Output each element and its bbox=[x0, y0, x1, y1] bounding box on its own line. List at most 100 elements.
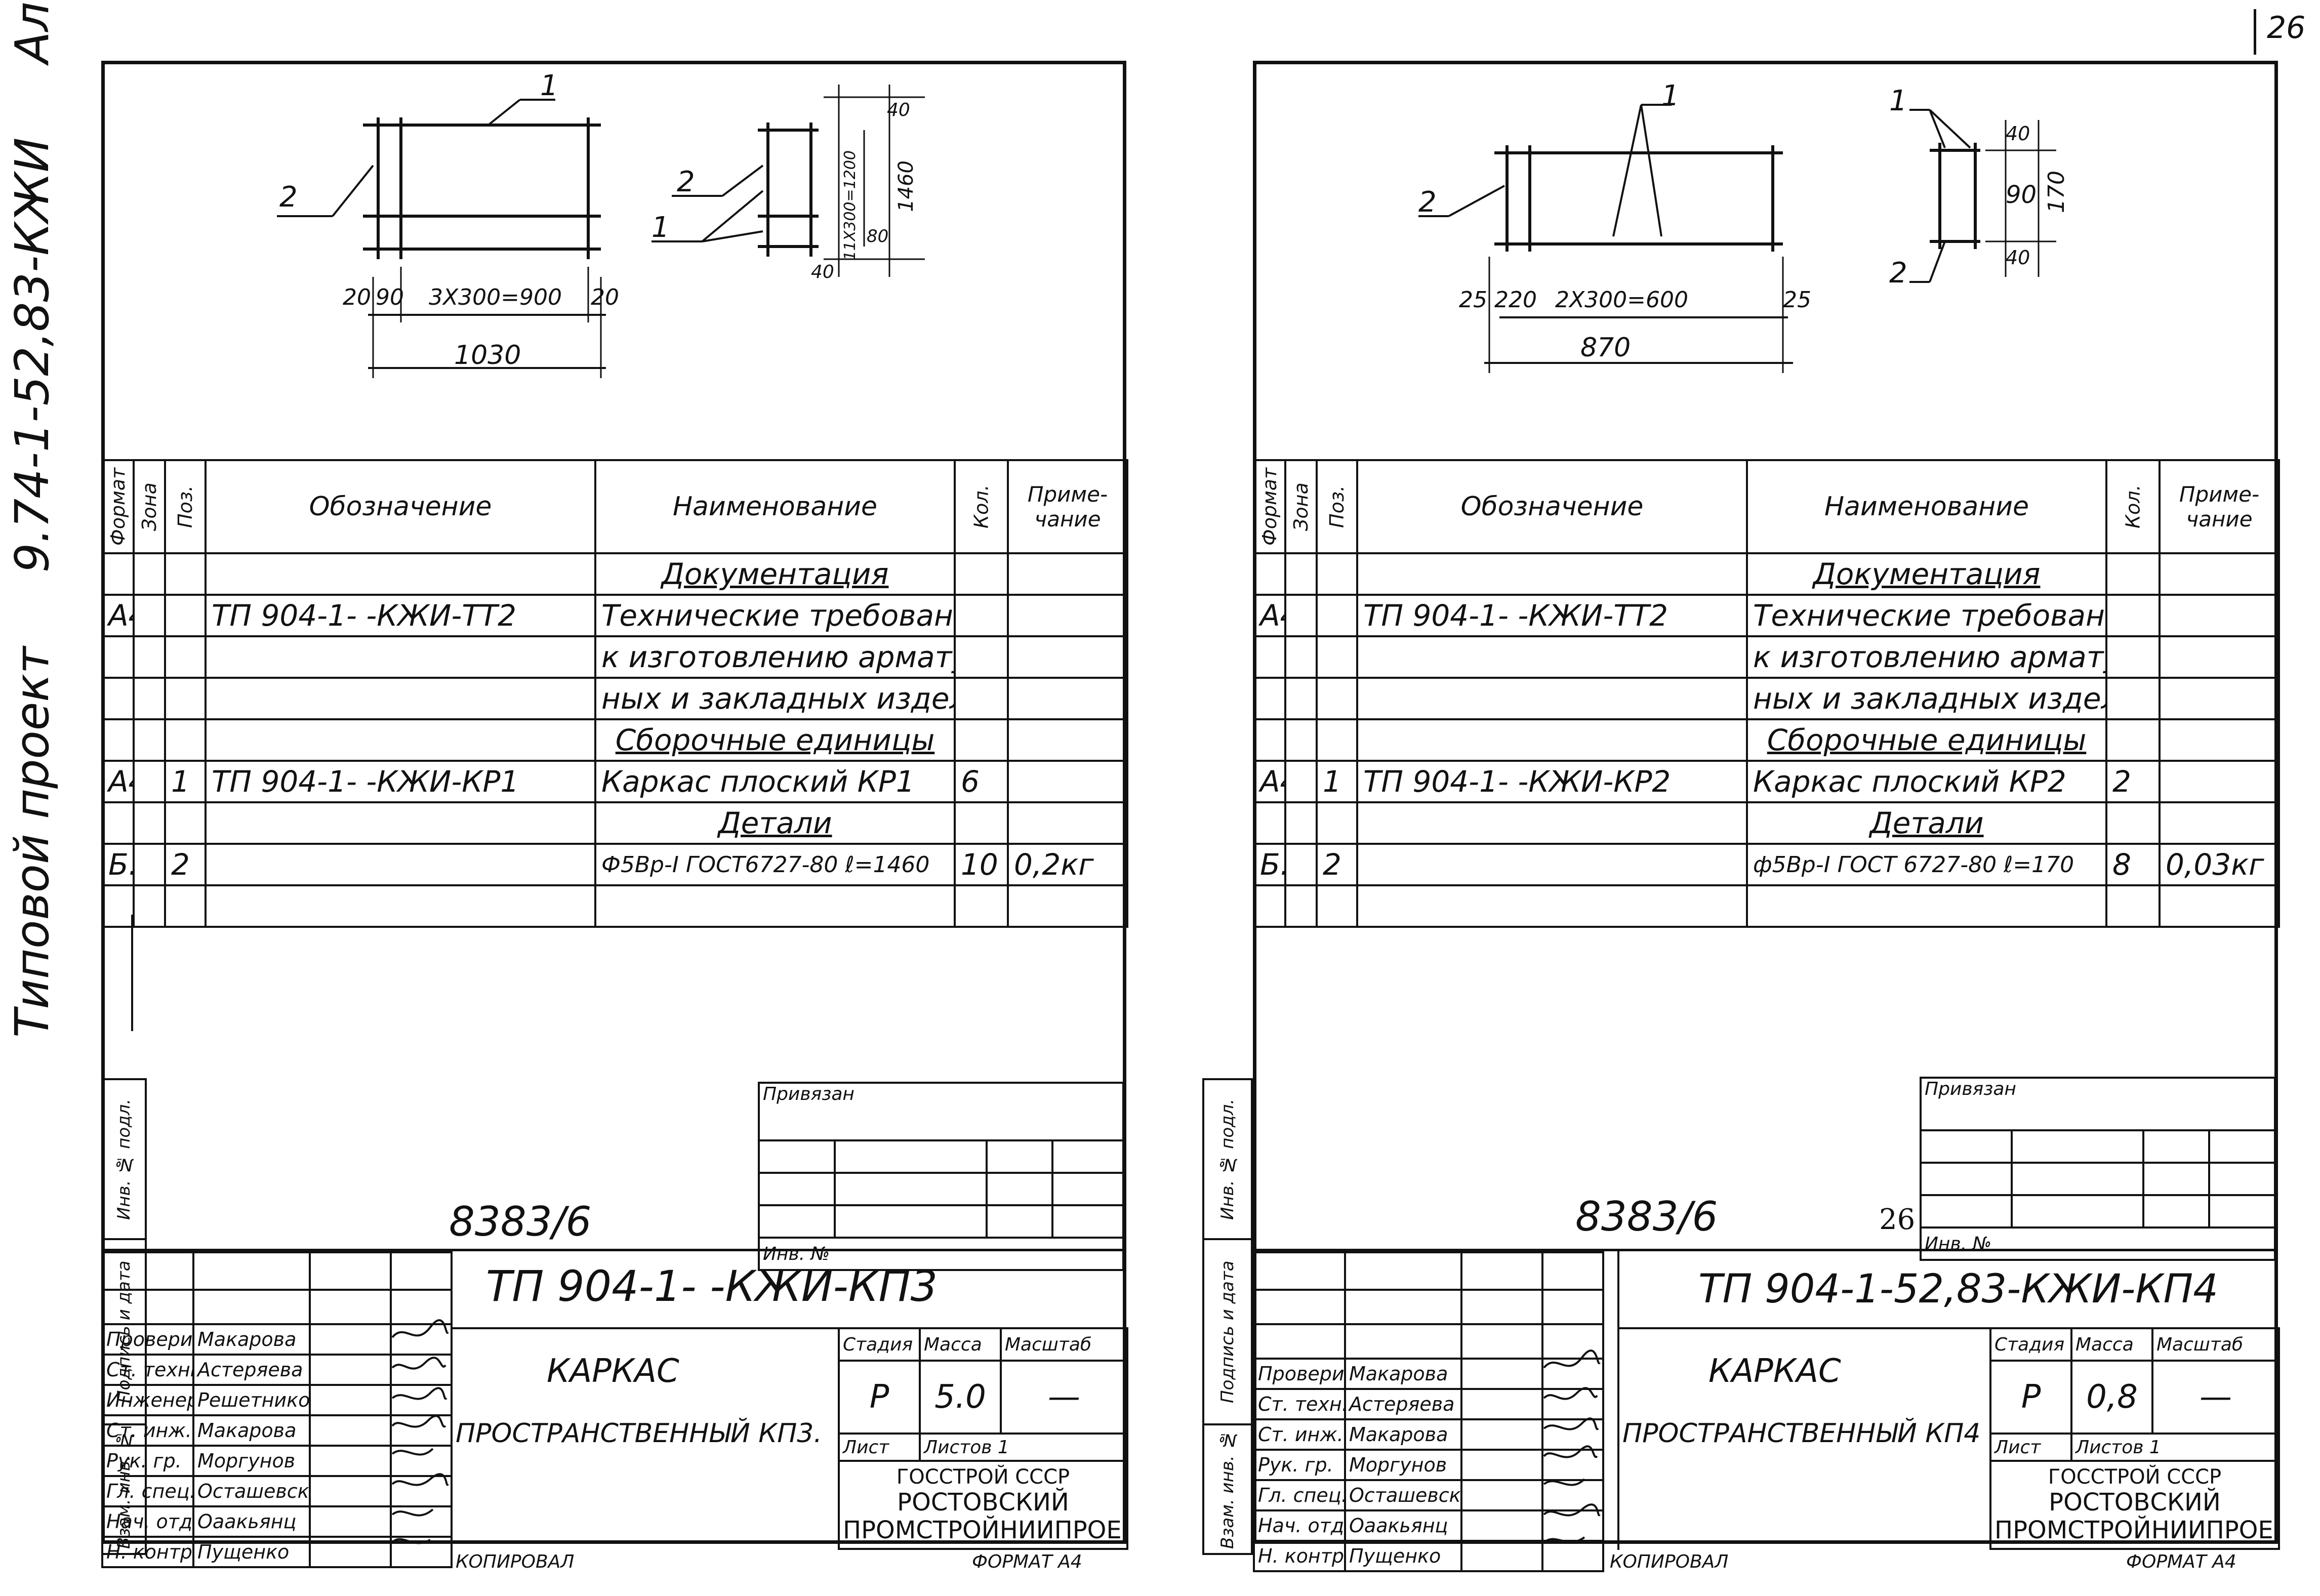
signature-row: Рук. гр.Моргунов bbox=[1253, 1449, 1604, 1481]
sig-name: Макарова bbox=[1344, 1358, 1462, 1390]
sig-role: Проверил bbox=[101, 1323, 194, 1356]
sig-name: Оаакьянц bbox=[192, 1505, 311, 1538]
spec-header-format: Формат bbox=[1254, 460, 1285, 553]
stage-label: Стадия bbox=[1989, 1327, 2072, 1362]
scale-value: — bbox=[2151, 1360, 2280, 1435]
right-plan-dim-a: 25 bbox=[1459, 287, 1487, 313]
mass-label: Масса bbox=[2070, 1327, 2153, 1362]
sig-name: Осташевский bbox=[1344, 1479, 1462, 1511]
side-title-project: Типовой проект bbox=[5, 646, 59, 1038]
spec-header-note: Приме-чание bbox=[1007, 459, 1128, 554]
spec-header-zone: Зона bbox=[1285, 460, 1317, 553]
left-title-rule bbox=[451, 1327, 1126, 1329]
cell-format bbox=[101, 801, 135, 845]
spec-row: Сборочные единицы bbox=[1253, 718, 2280, 762]
right-plan-label-2: 2 bbox=[1418, 186, 1437, 219]
right-section-dim-bot: 40 bbox=[2006, 247, 2030, 269]
left-plan-label-1: 1 bbox=[540, 69, 558, 102]
cell-zone bbox=[1284, 677, 1318, 720]
cell-qty: 2 bbox=[2105, 760, 2161, 803]
cell-format: Б.Ч. bbox=[101, 843, 135, 886]
right-doc-code: ТП 904-1-52,83-КЖИ-КП4 bbox=[1698, 1266, 2218, 1312]
spec-header-qty: Кол. bbox=[2106, 460, 2160, 553]
cell-note bbox=[2159, 718, 2280, 762]
spec-row: к изготовлению арматур- bbox=[1253, 635, 2280, 679]
sig-name: Моргунов bbox=[192, 1445, 311, 1477]
spec-header-row: Формат Зона Поз. Обозначение Наименовани… bbox=[1254, 459, 2280, 554]
cell-qty bbox=[954, 677, 1009, 720]
sig-role: Нач. отд. bbox=[1253, 1509, 1346, 1542]
signature-row: Нач. отд.Оаакьянц bbox=[101, 1505, 453, 1538]
side-title-album: Альбом 6 bbox=[5, 0, 59, 63]
signature-row: ИнженерРешетникова bbox=[101, 1384, 453, 1416]
cell-format bbox=[1253, 801, 1286, 845]
sig-role: Гл. спец. bbox=[101, 1475, 194, 1507]
cell-format: А4 bbox=[101, 760, 135, 803]
sig-role: Н. контр. bbox=[101, 1536, 194, 1568]
spec-row: Детали bbox=[1253, 801, 2280, 845]
cell-designation bbox=[205, 718, 596, 762]
right-title-block: ПроверилМакарова Ст. техн.Астеряева Ст. … bbox=[1253, 1249, 2280, 1572]
left-plan-dim-b: 90 bbox=[376, 284, 404, 310]
cell-designation bbox=[205, 635, 596, 679]
cell-zone bbox=[1284, 718, 1318, 762]
cell-designation bbox=[1356, 843, 1748, 886]
signature-row: Ст. техн.Астеряева bbox=[1253, 1388, 1604, 1420]
right-section-label-2: 2 bbox=[1889, 257, 1907, 290]
tied-label: Привязан bbox=[1920, 1077, 2276, 1131]
cell-designation: ТП 904-1- -КЖИ-ТТ2 bbox=[1356, 594, 1748, 637]
page-number: 26 bbox=[2267, 10, 2306, 46]
spec-header-pos: Поз. bbox=[165, 460, 206, 553]
spec-header-format: Формат bbox=[102, 460, 134, 553]
signature-row: ПроверилМакарова bbox=[1253, 1358, 1604, 1390]
cell-note bbox=[1007, 594, 1128, 637]
sig-role: Н. контр. bbox=[1253, 1540, 1346, 1572]
sig-role: Ст. техник bbox=[101, 1354, 194, 1386]
cell-note: 0,03кг bbox=[2159, 843, 2280, 886]
cell-zone bbox=[1284, 801, 1318, 845]
scale-label: Масштаб bbox=[2151, 1327, 2280, 1362]
cell-note bbox=[2159, 677, 2280, 720]
sig-role: Гл. спец. bbox=[1253, 1479, 1346, 1511]
cell-pos bbox=[1316, 718, 1358, 762]
left-section-dim-mid: 11x300=1200 bbox=[841, 150, 859, 261]
cell-pos bbox=[1316, 884, 1358, 928]
signature-row: Рук. гр.Моргунов bbox=[101, 1445, 453, 1477]
cell-note bbox=[2159, 884, 2280, 928]
cell-pos bbox=[1316, 635, 1358, 679]
left-side-stamp: Инв. № подл. Подпись и дата Взам. инв. № bbox=[101, 1078, 147, 1555]
cell-format bbox=[101, 635, 135, 679]
cell-name: ных и закладных изделий bbox=[594, 677, 956, 720]
left-plan-dim-c: 3x300=900 bbox=[429, 284, 562, 310]
cell-pos bbox=[1316, 801, 1358, 845]
cell-format bbox=[1253, 677, 1286, 720]
sig-name: Макарова bbox=[192, 1323, 311, 1356]
cell-qty: 6 bbox=[954, 760, 1009, 803]
cell-qty bbox=[954, 635, 1009, 679]
sig-role: Нач. отд. bbox=[101, 1505, 194, 1538]
cell-note bbox=[2159, 552, 2280, 596]
cell-designation bbox=[1356, 552, 1748, 596]
right-format-note: Формат А4 bbox=[2126, 1551, 2236, 1572]
cell-name: Каркас плоский КР1 bbox=[594, 760, 956, 803]
side-title-code: 9.74-1-52,83-КЖИ bbox=[5, 137, 59, 573]
right-signatures: ПроверилМакарова Ст. техн.Астеряева Ст. … bbox=[1253, 1251, 1604, 1572]
sig-role: Рук. гр. bbox=[101, 1445, 194, 1477]
cell-zone bbox=[133, 718, 166, 762]
cell-qty bbox=[954, 801, 1009, 845]
left-sheet: 1 2 20 90 3x300=900 20 1030 2 1 40 11x30… bbox=[101, 61, 1128, 1568]
signature-row: Ст. инж.Макарова bbox=[101, 1414, 453, 1447]
sig-role: Ст. инж. bbox=[101, 1414, 194, 1447]
cell-pos bbox=[164, 552, 207, 596]
cell-zone bbox=[133, 884, 166, 928]
left-drawing bbox=[277, 85, 925, 378]
cell-pos: 2 bbox=[1316, 843, 1358, 886]
spec-row: Сборочные единицы bbox=[101, 718, 1128, 762]
cell-pos bbox=[164, 635, 207, 679]
cell-format bbox=[101, 884, 135, 928]
sig-name: Оаакьянц bbox=[1344, 1509, 1462, 1542]
cell-name: ных и закладных изделий bbox=[1746, 677, 2107, 720]
